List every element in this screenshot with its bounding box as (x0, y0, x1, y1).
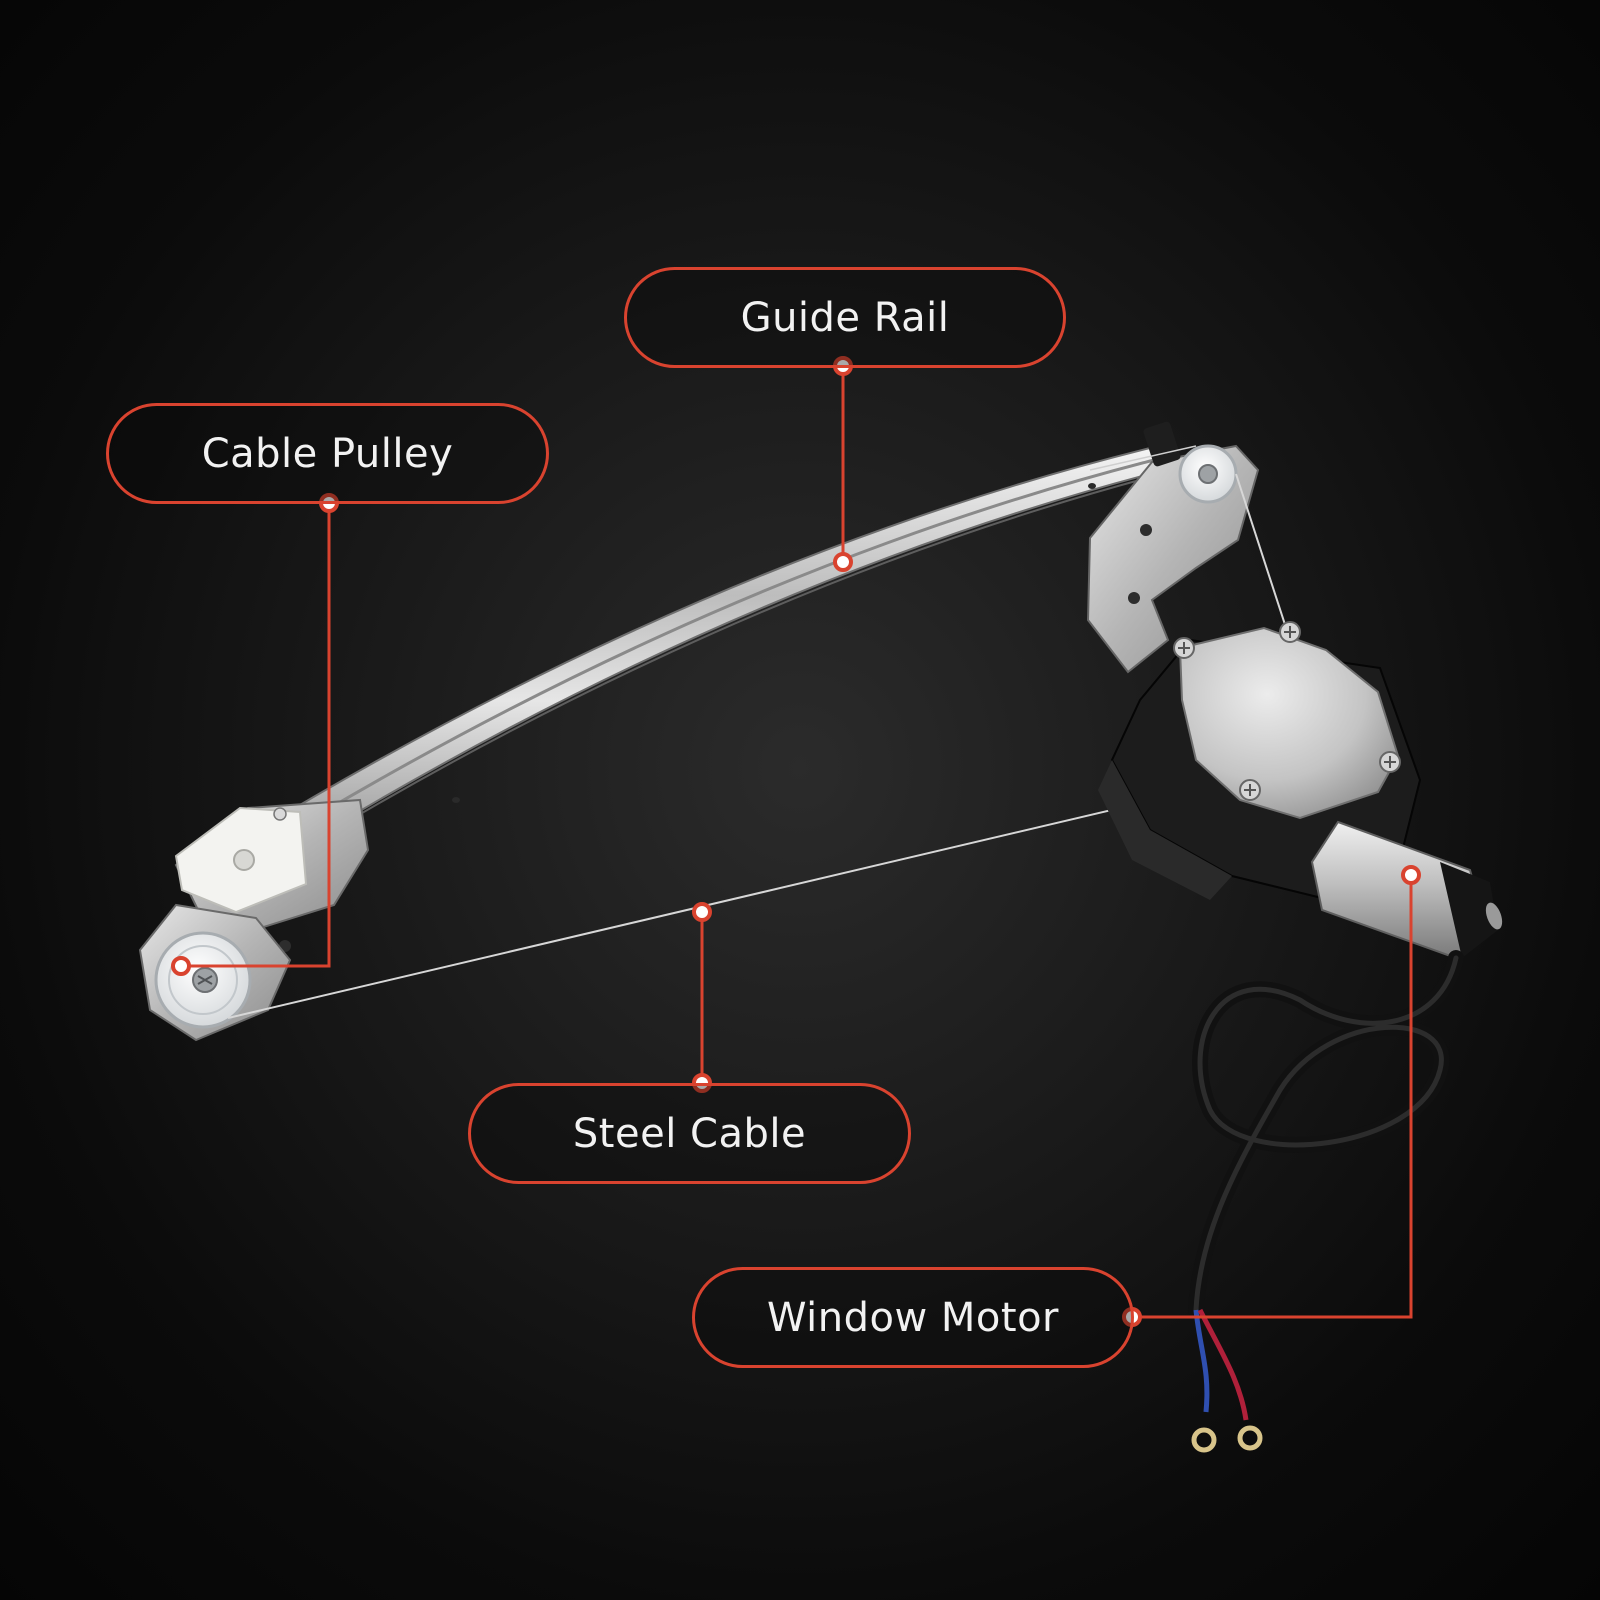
wiring-harness (1188, 950, 1464, 1453)
guide-rail-label: Guide Rail (624, 267, 1066, 368)
window-motor-leader (1134, 875, 1413, 1319)
guide-rail (236, 446, 1167, 872)
window-motor-label: Window Motor (692, 1267, 1134, 1368)
steel-cable (227, 445, 1291, 1019)
callout-leaders (181, 368, 1413, 1319)
upper-pulley-assembly (1086, 421, 1260, 674)
slider-carriage (174, 798, 370, 952)
steel-cable-label: Steel Cable (468, 1083, 911, 1184)
window-motor (1098, 621, 1503, 960)
callout-dot-icon (1401, 865, 1421, 885)
callout-dot-icon (692, 902, 712, 922)
callout-dot-icon (171, 956, 191, 976)
cable-pulley-leader (181, 503, 331, 968)
cable-pulley-label: Cable Pulley (106, 403, 549, 504)
callout-dot-icon (833, 552, 853, 572)
